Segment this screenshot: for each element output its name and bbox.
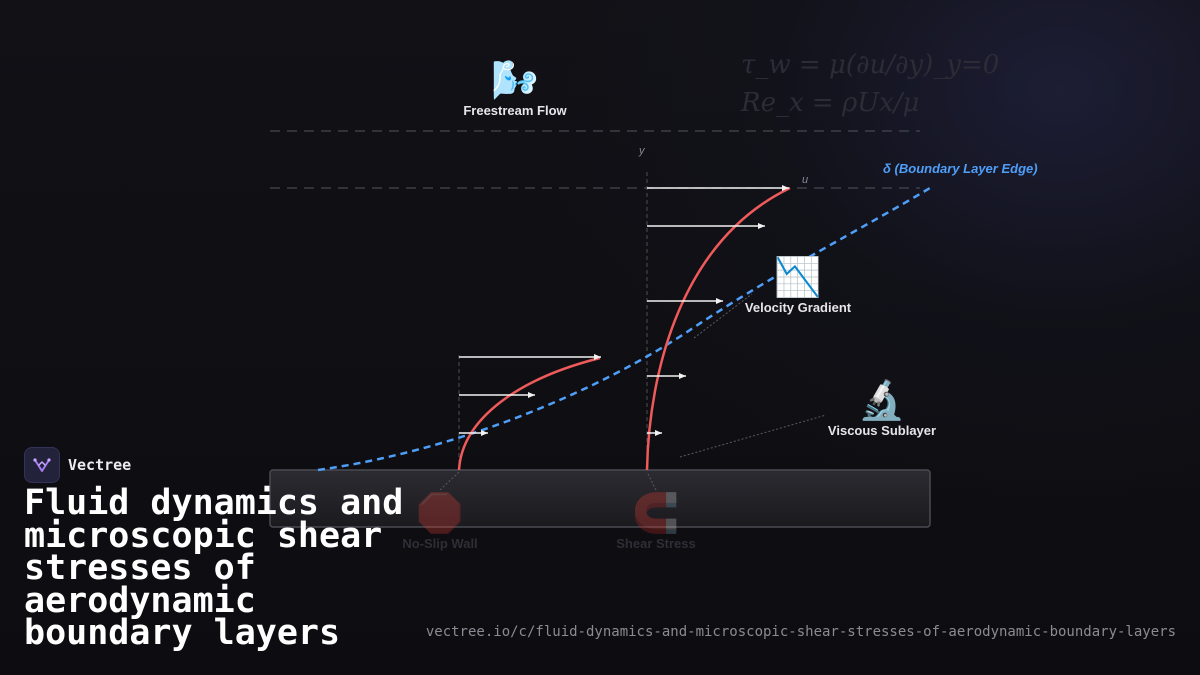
viscous-sublayer-leader — [679, 414, 827, 458]
page-title: Fluid dynamics and microscopic shear str… — [24, 483, 404, 653]
page-url: vectree.io/c/fluid-dynamics-and-microsco… — [425, 624, 1176, 640]
shear-stress-label: Shear Stress — [616, 536, 696, 551]
no-slip-leader — [439, 471, 460, 491]
no-slip-callout: 🛑 No-Slip Wall — [402, 491, 477, 551]
microscope-icon: 🔬 — [858, 378, 906, 422]
velocity-profile-downstream — [645, 186, 791, 471]
chart-decreasing-icon: 📉 — [774, 255, 822, 299]
brand: Vectree — [24, 447, 131, 483]
vectree-logo-icon — [24, 447, 60, 483]
wall-shear-formula: τ_w = μ(∂u/∂y)_y=0 — [741, 50, 1000, 80]
wall-surface — [269, 469, 931, 528]
y-axis-label: y — [639, 145, 645, 157]
viscous-sublayer-label: Viscous Sublayer — [827, 423, 937, 438]
shear-stress-callout: 🧲 Shear Stress — [616, 491, 696, 551]
no-slip-label: No-Slip Wall — [402, 536, 478, 551]
stop-sign-icon: 🛑 — [416, 491, 464, 535]
freestream-callout: 🌬️ Freestream Flow — [463, 58, 566, 118]
viscous-sublayer-callout: 🔬 Viscous Sublayer — [828, 378, 936, 438]
u-axis-label: u — [802, 174, 809, 186]
shear-stress-leader — [646, 471, 657, 491]
velocity-gradient-label: Velocity Gradient — [744, 300, 852, 315]
boundary-layer-edge-curve — [317, 186, 931, 472]
velocity-profile-upstream — [457, 356, 601, 471]
velocity-gradient-callout: 📉 Velocity Gradient — [745, 255, 851, 315]
boundary-layer-edge-label: δ (Boundary Layer Edge) — [883, 161, 1038, 176]
brand-name: Vectree — [68, 456, 132, 474]
wind-face-icon: 🌬️ — [491, 58, 539, 102]
freestream-label: Freestream Flow — [463, 103, 567, 118]
velocity-gradient-leader — [693, 293, 753, 339]
reynolds-formula: Re_x = ρUx/μ — [741, 88, 920, 118]
magnet-icon: 🧲 — [632, 491, 680, 535]
